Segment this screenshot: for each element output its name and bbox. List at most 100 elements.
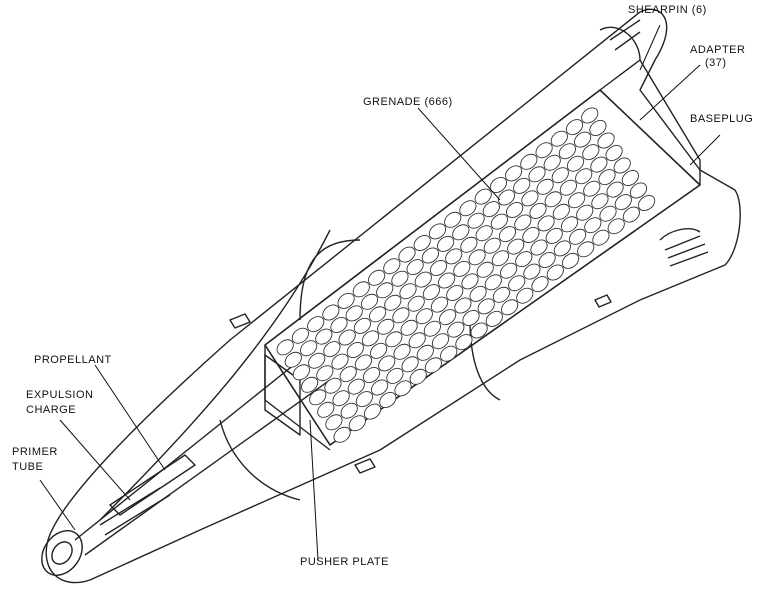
grenade [605, 145, 623, 161]
label-expulsion-charge-1: EXPULSION [26, 389, 94, 401]
grenade [316, 365, 334, 382]
grenade [516, 287, 534, 304]
grenade [581, 107, 599, 124]
grenade [345, 305, 363, 322]
grenade [430, 296, 449, 313]
leader-lines [39, 24, 721, 561]
grenade [497, 189, 516, 206]
grenade [583, 180, 601, 197]
grenade [523, 263, 541, 280]
grenade [561, 252, 580, 269]
grenade [546, 264, 564, 281]
grenade [599, 205, 617, 222]
label-propellant: PROPELLANT [34, 354, 112, 366]
grenade [543, 154, 561, 171]
grenade [408, 332, 426, 349]
grenade [590, 156, 608, 173]
grenade [514, 214, 532, 231]
grenade [536, 178, 554, 195]
grenade [401, 356, 419, 373]
leader-line-baseplug [689, 134, 721, 166]
grenade [445, 248, 463, 265]
grenade [484, 274, 502, 291]
grenade [453, 260, 471, 277]
grenade [485, 310, 503, 327]
leader-line-shearpin [639, 24, 661, 71]
grenade [324, 377, 342, 394]
grenade [469, 285, 487, 302]
grenade [582, 144, 600, 161]
leader-line-expulsion-charge [59, 419, 131, 501]
grenade [355, 391, 373, 408]
grenade [483, 237, 501, 254]
grenade [423, 320, 441, 337]
grenade [317, 401, 335, 418]
grenade [360, 293, 379, 310]
grenade [384, 294, 402, 311]
grenade [613, 157, 631, 174]
grenade [566, 155, 585, 172]
grenade [507, 238, 525, 255]
label-grenade: GRENADE (666) [363, 96, 453, 108]
grenade [565, 119, 584, 136]
grenade [550, 130, 568, 147]
diamond-marking [594, 294, 612, 308]
grenade [520, 153, 538, 170]
grenade [346, 342, 364, 358]
grenade [339, 366, 357, 383]
grenade [482, 201, 500, 218]
grenade [574, 131, 592, 148]
grenade [369, 306, 387, 323]
grenade [506, 202, 524, 218]
grenade [416, 344, 434, 361]
grenade [337, 292, 355, 309]
grenade [462, 310, 480, 326]
label-pusher-plate: PUSHER PLATE [300, 556, 389, 568]
grenade [444, 211, 462, 228]
grenade [429, 260, 448, 276]
grenade [323, 341, 341, 358]
grenade [498, 226, 517, 243]
grenade [591, 193, 609, 210]
grenade [438, 272, 456, 289]
grenade [332, 390, 350, 407]
grenade [569, 228, 587, 245]
grenade [622, 206, 640, 223]
grenade [421, 247, 439, 264]
grenade [406, 259, 424, 276]
grenade [431, 333, 450, 350]
grenade [424, 357, 442, 374]
grenade [340, 402, 358, 419]
label-adapter-count: (37) [705, 57, 727, 69]
nose-tip-inner [51, 541, 73, 565]
leader-line-propellant [94, 364, 166, 471]
grenade [468, 249, 486, 266]
grenade [413, 235, 431, 251]
grenade [353, 317, 371, 334]
leader-line-pusher-plate [309, 419, 319, 561]
grenade [378, 355, 396, 372]
rear-bands [599, 19, 709, 267]
grenade [308, 352, 326, 369]
grenade [407, 295, 425, 312]
grenade [476, 261, 494, 278]
grenade [558, 143, 576, 160]
grenade [386, 367, 404, 384]
grenade [352, 281, 370, 298]
grenade [363, 403, 382, 420]
grenade [440, 345, 458, 362]
grenade [414, 271, 432, 288]
grenade [467, 212, 485, 229]
grenade [385, 331, 403, 348]
grenade [325, 414, 343, 431]
grenade [491, 250, 509, 267]
grenade [348, 415, 366, 432]
diamond-marking [354, 458, 376, 474]
grenade [292, 364, 310, 381]
grenade [553, 240, 571, 257]
grenade [447, 321, 465, 338]
grenade [452, 224, 470, 241]
grenade [398, 246, 416, 263]
cutaway-rear-edge [599, 59, 701, 185]
label-primer-tube-1: PRIMER [12, 446, 58, 458]
